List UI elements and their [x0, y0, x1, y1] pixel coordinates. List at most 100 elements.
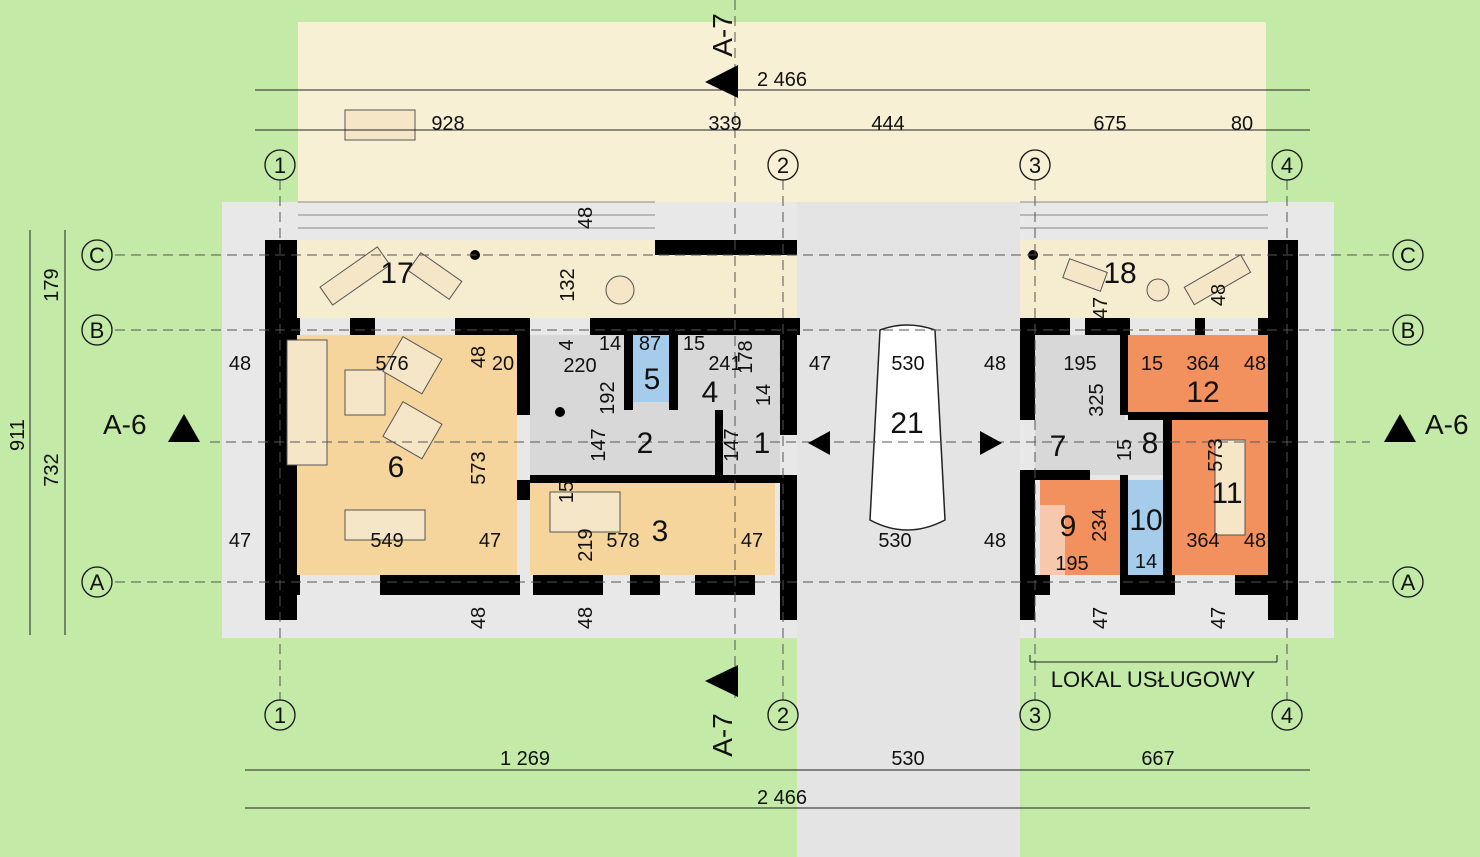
room-number: 5: [644, 363, 661, 396]
axis-top-1: 1: [274, 153, 286, 178]
room-9-furniture: [1040, 505, 1065, 575]
dim-bottom-seg: 530: [891, 748, 924, 770]
interior-dimension: 47: [1208, 607, 1230, 629]
room-number: 6: [388, 451, 405, 484]
dim-bottom-seg: 667: [1141, 748, 1174, 770]
interior-dimension: 192: [597, 381, 619, 414]
room-number: 17: [380, 257, 413, 290]
dim-bottom-seg: 1 269: [500, 748, 550, 770]
interior-dimension: 48: [1208, 284, 1230, 306]
interior-dimension: 4: [556, 339, 578, 350]
interior-dimension: 14: [599, 333, 621, 355]
interior-dimension: 48: [468, 607, 490, 629]
room-number: 8: [1142, 427, 1159, 460]
interior-dimension: 573: [1205, 438, 1227, 471]
axis-left-b: B: [90, 318, 105, 343]
dim-top-seg: 675: [1093, 113, 1126, 135]
axis-bottom-3: 3: [1029, 703, 1041, 728]
interior-dimension: 147: [588, 428, 610, 461]
interior-dimension: 47: [741, 530, 763, 552]
interior-dimension: 47: [229, 530, 251, 552]
interior-dimension: 220: [563, 355, 596, 377]
axis-bottom-1: 1: [274, 703, 286, 728]
room-10-bath: [1128, 480, 1163, 575]
room-number: 12: [1186, 376, 1219, 409]
interior-dimension: 195: [1063, 353, 1096, 375]
section-a7-top-arrow-icon: [705, 65, 738, 98]
interior-dimension: 48: [1244, 353, 1266, 375]
interior-dimension: 530: [878, 530, 911, 552]
dimension-lines: [29, 89, 1310, 809]
interior-dimension: 578: [606, 530, 639, 552]
section-a6-right-arrow-icon: [1384, 414, 1416, 442]
room-5-wc: [633, 335, 669, 402]
zone-label: LOKAL USŁUGOWY: [1051, 667, 1256, 692]
interior-dimension: 14: [1135, 551, 1157, 573]
interior-dimension: 14: [753, 384, 775, 406]
interior-dimension: 47: [809, 353, 831, 375]
furniture: [286, 109, 1252, 541]
interior-dimension: 234: [1089, 508, 1111, 541]
room-number: 1: [754, 427, 771, 460]
interior-dimension: 48: [229, 353, 251, 375]
axis-top-4: 4: [1281, 153, 1293, 178]
axis-left-c: C: [89, 243, 105, 268]
terrace-area: [298, 22, 1266, 202]
interior-dimension: 48: [468, 346, 490, 368]
interior-dimension: 48: [575, 607, 597, 629]
dim-left-seg: 732: [41, 453, 63, 486]
entrance-arrow-icon: [980, 431, 1002, 455]
interior-dimension: 530: [891, 353, 924, 375]
axis-right-a: A: [1401, 570, 1416, 595]
interior-dimension: 20: [492, 353, 514, 375]
section-a6-left: A-6: [103, 409, 147, 440]
interior-dimension: 132: [557, 268, 579, 301]
interior-dimension: 48: [984, 353, 1006, 375]
car-outline: [869, 324, 946, 531]
interior-dimension: 573: [468, 451, 490, 484]
dim-bottom-total: 2 466: [757, 787, 807, 809]
section-a7-top: A-7: [707, 13, 738, 57]
axis-top-3: 3: [1029, 153, 1041, 178]
dim-top-seg: 928: [431, 113, 464, 135]
room-number: 2: [637, 427, 654, 460]
room-number: 21: [890, 407, 923, 440]
interior-dimension: 15: [683, 333, 705, 355]
axis-bottom-4: 4: [1281, 703, 1293, 728]
dim-top-seg: 80: [1231, 113, 1253, 135]
interior-dimension: 549: [370, 530, 403, 552]
dim-top-seg: 444: [871, 113, 904, 135]
interior-dimension: 147: [721, 428, 743, 461]
axis-markers: 1 2 3 4 1 2 3 4 C B A C B A: [81, 149, 1424, 731]
interior-dimension: 219: [575, 528, 597, 561]
interior-dimension: 241: [708, 353, 741, 375]
dim-top-seg: 339: [708, 113, 741, 135]
axis-bottom-2: 2: [777, 703, 789, 728]
interior-dimension: 364: [1186, 530, 1219, 552]
section-a6-right: A-6: [1425, 409, 1469, 440]
interior-dimension: 47: [1090, 297, 1112, 319]
room-number: 3: [652, 515, 669, 548]
room-numbers: 17 18 6 2 3 4 5 1 21 7 8 9 10 11 12: [380, 257, 1242, 548]
room-number: 11: [1211, 477, 1242, 510]
room-number: 4: [702, 376, 719, 409]
room-8-hall: [1085, 420, 1170, 475]
dim-left-total: 911: [7, 419, 29, 451]
section-a7-bottom: A-7: [707, 713, 738, 757]
room-12-office: [1128, 335, 1278, 415]
interior-dimension: 195: [1055, 553, 1088, 575]
interior-dimension: 364: [1186, 353, 1219, 375]
section-a7-bottom-arrow-icon: [705, 665, 738, 697]
entrance-arrow-icon: [808, 431, 830, 455]
axis-top-2: 2: [777, 153, 789, 178]
interior-dimension: 48: [575, 207, 597, 229]
section-a6-left-arrow-icon: [168, 414, 200, 442]
room-number: 7: [1050, 430, 1067, 463]
interior-dimension: 576: [375, 353, 408, 375]
interior-dimension: 325: [1086, 383, 1108, 416]
axis-right-b: B: [1401, 318, 1416, 343]
dim-top-total: 2 466: [757, 69, 807, 91]
room-number: 10: [1129, 504, 1162, 537]
